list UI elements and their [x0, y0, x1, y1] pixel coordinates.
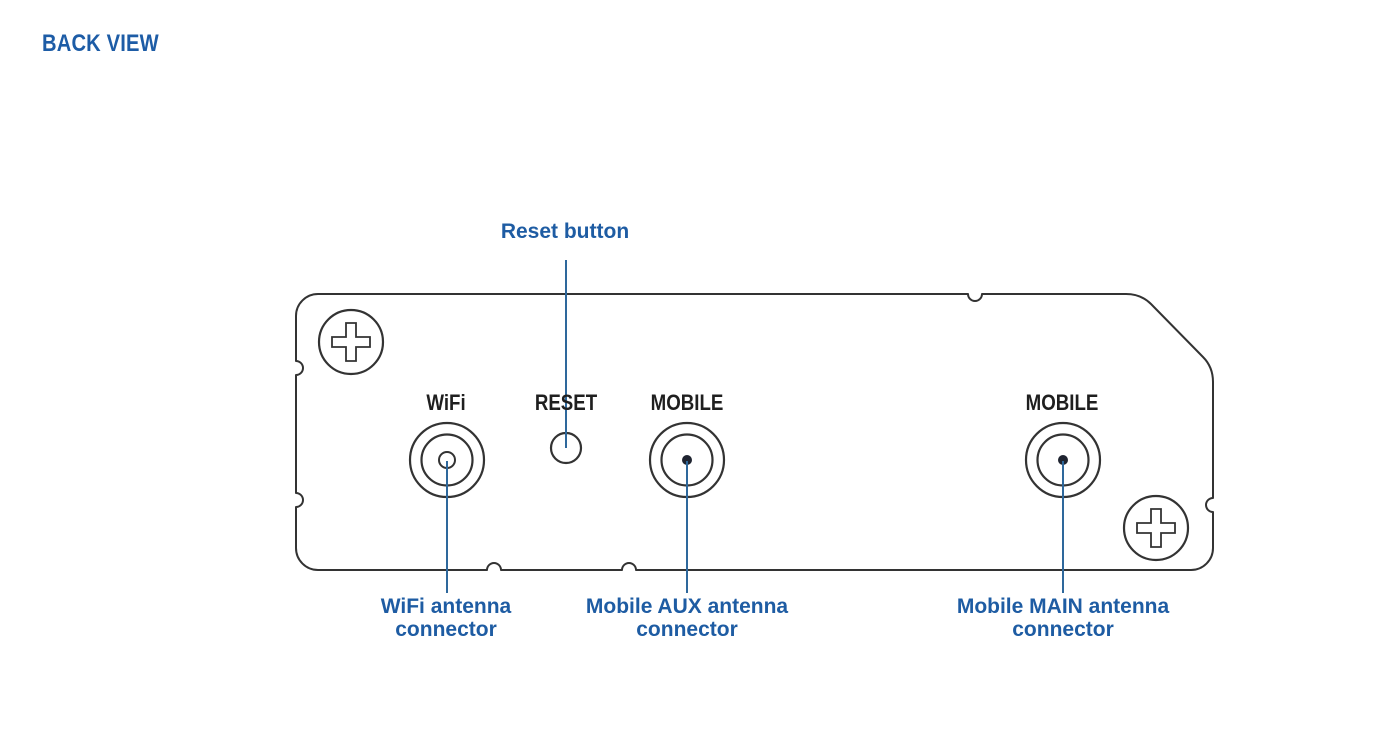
- mobile-main-antenna-connector-icon: [1024, 421, 1102, 499]
- panel-label-wifi: WiFi: [426, 390, 466, 415]
- wifi-antenna-connector-callout-label: WiFi antenna connector: [380, 595, 512, 641]
- device-panel-outline: [295, 293, 1214, 571]
- leader-lines: [446, 260, 1064, 593]
- panel-label-mobile-aux: MOBILE: [650, 390, 724, 415]
- phillips-screw-icon: [1122, 494, 1190, 562]
- antenna-connectors: [408, 421, 1102, 499]
- reset-button-callout-label: Reset button: [500, 220, 630, 243]
- wifi-antenna-connector-icon: [408, 421, 486, 499]
- mobile-main-antenna-connector-callout-label: Mobile MAIN antenna connector: [956, 595, 1170, 641]
- screw-cross-slot: [331, 322, 371, 362]
- page-title: BACK VIEW: [42, 30, 159, 57]
- screws: [317, 308, 1190, 562]
- connector-center-pin: [682, 455, 692, 465]
- screw-cross-slot: [1136, 508, 1176, 548]
- panel-plate-shape: [295, 293, 1214, 571]
- panel-label-mobile-main: MOBILE: [1025, 390, 1099, 415]
- mobile-aux-antenna-connector-callout-label: Mobile AUX antenna connector: [585, 595, 789, 641]
- mobile-aux-antenna-connector-icon: [648, 421, 726, 499]
- connector-center-pin: [1058, 455, 1068, 465]
- panel-label-reset: RESET: [534, 390, 598, 415]
- phillips-screw-icon: [317, 308, 385, 376]
